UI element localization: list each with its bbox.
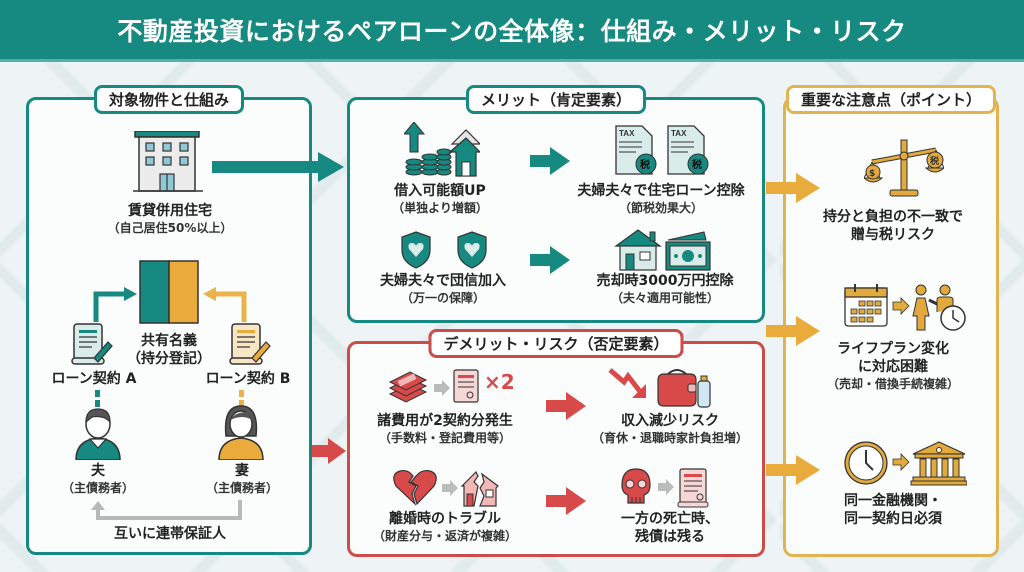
tax-documents-icon: TAX 税 TAX 税 bbox=[614, 124, 714, 176]
shield-heart-icon bbox=[400, 230, 492, 270]
skull-contract-icon bbox=[618, 467, 718, 509]
arrow-to-point-1 bbox=[766, 173, 820, 203]
point-gift-tax: 持分と負担の不一致で 贈与税リスク bbox=[823, 209, 963, 243]
arrow-to-point-3 bbox=[766, 455, 820, 485]
merit-mortgage-deduction: 夫婦夫々で住宅ローン控除 （節税効果大） bbox=[577, 183, 745, 215]
house-cash-icon bbox=[614, 228, 714, 272]
merit-sale-deduction: 売却時3000万円控除 （夫々適用可能性） bbox=[596, 273, 734, 305]
loan-b-connector-arrow bbox=[202, 286, 248, 322]
guarantee-connector-arrow bbox=[90, 500, 244, 522]
wife-label: 妻 （主債務者） bbox=[205, 463, 278, 495]
income-down-wallet-icon bbox=[608, 366, 720, 410]
clock-bank-icon bbox=[843, 440, 967, 486]
svg-text:税: 税 bbox=[930, 155, 939, 167]
risk-arrow-2 bbox=[546, 487, 586, 515]
scale-tax-icon: $ 税 bbox=[864, 136, 944, 198]
merit-group-life: 夫婦夫々で団信加入 （万一の保障） bbox=[380, 273, 506, 305]
merit-arrow-1 bbox=[530, 147, 570, 175]
contract-teal-icon bbox=[70, 322, 114, 368]
loan-a-connector-arrow bbox=[92, 286, 138, 322]
loan-a-label: ローン契約 A bbox=[51, 371, 137, 387]
svg-text:税: 税 bbox=[640, 158, 650, 171]
svg-text:TAX: TAX bbox=[619, 129, 635, 138]
apartment-building-icon bbox=[133, 131, 203, 193]
merits-heading: メリット（肯定要素） bbox=[465, 85, 647, 114]
arrow-to-merits bbox=[212, 152, 344, 182]
point-life-plan: ライフプラン変化 に対応困難 （売却・借換手続複雑） bbox=[826, 341, 959, 391]
risk-double-fees: 諸費用が2契約分発生 （手数料・登記費用等） bbox=[377, 413, 513, 445]
risk-divorce-trouble: 離婚時のトラブル （財産分与・返済が複雑） bbox=[372, 511, 517, 543]
risk-arrow-1 bbox=[546, 392, 586, 420]
ownership-label: 共有名義 （持分登記） bbox=[127, 333, 211, 367]
risk-income-loss: 収入減少リスク （育休・退職時家計負担増） bbox=[591, 413, 748, 445]
wife-person-icon bbox=[215, 402, 267, 460]
co-ownership-split-icon bbox=[139, 260, 199, 324]
loan-b-dash-line bbox=[239, 390, 244, 410]
contract-gold-icon bbox=[228, 322, 272, 368]
loan-b-label: ローン契約 B bbox=[205, 371, 291, 387]
coins-house-up-icon bbox=[404, 122, 480, 178]
arrow-to-point-2 bbox=[766, 316, 820, 346]
broken-heart-house-icon bbox=[392, 468, 502, 508]
merit-borrowing-up: 借入可能額UP （単独より増額） bbox=[392, 183, 488, 215]
x2-badge: ×2 bbox=[484, 370, 515, 394]
risk-death-debt: 一方の死亡時、 残債は残る bbox=[621, 511, 719, 545]
page-title: 不動産投資におけるペアローンの全体像：仕組み・メリット・リスク bbox=[117, 16, 907, 46]
structure-heading: 対象物件と仕組み bbox=[93, 85, 245, 114]
point-same-lender: 同一金融機関・ 同一契約日必須 bbox=[844, 493, 942, 527]
loan-a-dash-line bbox=[95, 390, 100, 410]
guarantee-label: 互いに連帯保証人 bbox=[114, 526, 226, 542]
svg-text:税: 税 bbox=[692, 158, 702, 171]
svg-text:$: $ bbox=[869, 169, 875, 179]
arrow-to-risks bbox=[312, 438, 346, 464]
calendar-life-icon bbox=[843, 282, 967, 332]
money-contract-x2-icon bbox=[388, 368, 498, 408]
husband-label: 夫 （主債務者） bbox=[61, 463, 134, 495]
risks-heading: デメリット・リスク（否定要素） bbox=[428, 329, 684, 358]
points-heading: 重要な注意点（ポイント） bbox=[785, 85, 997, 114]
husband-person-icon bbox=[72, 404, 124, 460]
property-label: 賃貸併用住宅 （自己居住50%以上） bbox=[107, 203, 233, 235]
merit-arrow-2 bbox=[530, 246, 570, 274]
header-bar: 不動産投資におけるペアローンの全体像：仕組み・メリット・リスク bbox=[0, 0, 1024, 62]
svg-text:TAX: TAX bbox=[671, 129, 687, 138]
